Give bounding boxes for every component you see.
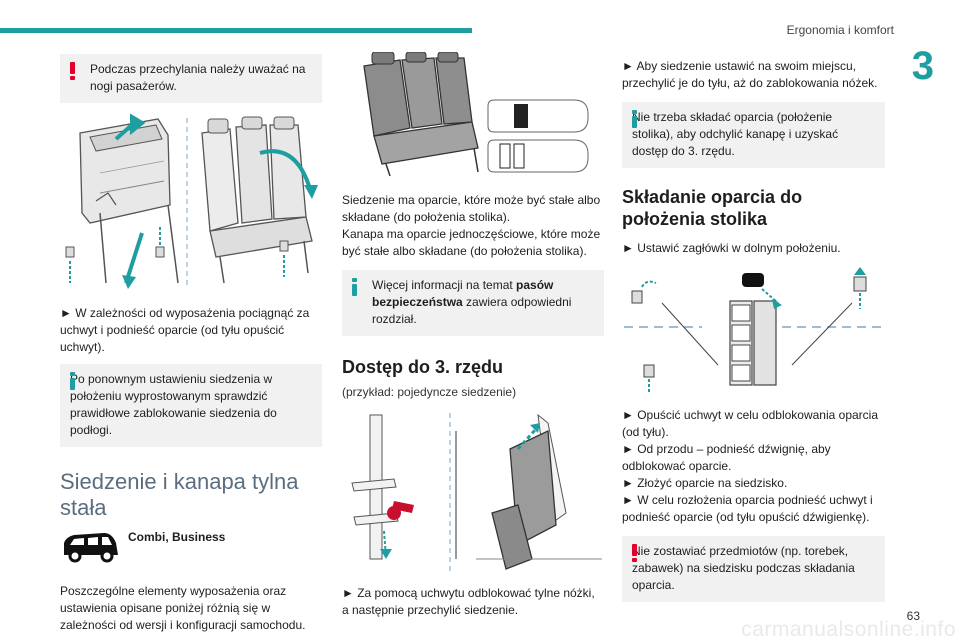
step-lower-handle: ► Opuścić uchwyt w celu odblokowania opa… [622,408,879,439]
seatbelts-link-text: pasów bezpieczeństwa [372,278,554,309]
page-number: 63 [906,609,920,623]
warning-icon [632,544,637,562]
van-icon [64,533,118,563]
bench-description: Kanapa ma oparcie jednoczęściowe, które … [342,227,601,258]
column-2: Siedzenie ma oparcie, które może być sta… [342,51,604,619]
bench-seat-drawing [363,51,589,177]
version-label: Combi, Business [128,530,226,544]
chapter-number: 3 [911,44,934,88]
seat-tilt-illustration [60,113,322,293]
fold-backrest-drawing [624,267,884,393]
chapter-title: Ergonomia i komfort [786,23,894,37]
warning-icon [70,62,75,80]
version-row: Combi, Business [60,529,322,563]
warning-box-no-objects: Nie zostawiać przedmiotów (np. torebek, … [622,536,885,602]
info-text: Nie trzeba składać oparcia (położenie st… [632,110,839,158]
info-box-no-fold-needed: Nie trzeba składać oparcia (położenie st… [622,102,885,168]
info-box-lock: Po ponownym ustawieniu siedzenia w położ… [60,364,322,447]
info-icon [70,372,75,390]
tilt-seat-illustration [342,409,604,575]
intro-text: Poszczególne elementy wyposażenia oraz u… [60,584,306,632]
tilt-seat-drawing [351,413,602,571]
watermark: carmanualsonline.info [741,618,956,640]
seat-tilt-drawing [65,113,318,289]
step-unfold-backrest: ► W celu rozłożenia oparcia podnieść uch… [622,493,873,524]
instruction-headrests: ► Ustawić zagłówki w dolnym położeniu. [622,241,841,255]
section-title: Siedzenie i kanapa tylna stała [60,469,299,520]
info-text-pre: Więcej informacji na temat [372,278,517,292]
step-fold-backrest: ► Złożyć oparcie na siedzisko. [622,476,788,490]
instruction-pull-handle: ► W zależności od wyposażenia pociągnąć … [60,306,310,354]
bench-seat-illustration [342,51,604,178]
fold-backrest-illustration [622,265,885,397]
info-box-seatbelts: Więcej informacji na temat pasów bezpiec… [342,270,604,336]
warning-text: Nie zostawiać przedmiotów (np. torebek, … [632,544,855,592]
info-icon [632,110,637,128]
info-text: Po ponownym ustawieniu siedzenia w położ… [70,372,277,437]
column-1: Podczas przechylania należy uważać na no… [60,52,322,634]
seat-description: Siedzenie ma oparcie, które może być sta… [342,193,601,224]
header-rule [0,28,472,33]
warning-box-tilt: Podczas przechylania należy uważać na no… [60,54,322,103]
instruction-unlock-legs: ► Za pomocą uchwytu odblokować tylne nóż… [342,586,595,617]
step-lift-lever: ► Od przodu – podnieść dźwignię, aby odb… [622,442,831,473]
column-3: ► Aby siedzenie ustawić na swoim miejscu… [622,52,885,602]
warning-text: Podczas przechylania należy uważać na no… [90,62,306,93]
table-position-heading: Składanie oparcia do położenia stolika [622,187,803,229]
access-third-row-heading: Dostęp do 3. rzędu [342,357,504,377]
info-icon [352,278,357,296]
instruction-return-seat: ► Aby siedzenie ustawić na swoim miejscu… [622,59,878,90]
info-text-post: zawiera odpowiedni rozdział. [372,295,572,326]
access-example-note: (przykład: pojedyncze siedzenie) [342,385,517,399]
